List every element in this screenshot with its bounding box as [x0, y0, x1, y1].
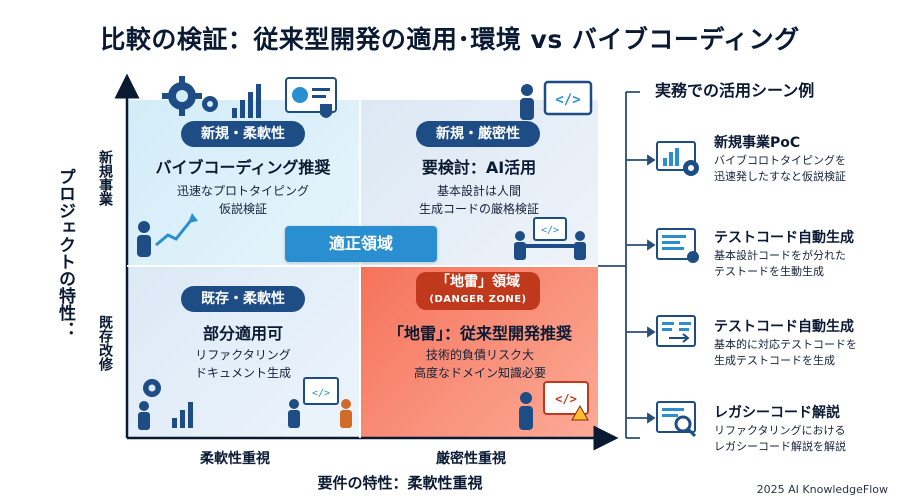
use-case-line: レガシーコード解説を解説 [714, 440, 846, 453]
code-list-icon [656, 228, 699, 263]
use-case-description: 基本設計コードをが分れた テストードを生動生成 [714, 248, 894, 280]
use-cases-title: 実務での活用シーン例 [655, 81, 815, 100]
magnifier-code-icon [656, 401, 697, 438]
quadrant-br-line: 高度なドメイン知識必要 [413, 366, 546, 380]
y-axis-label: プロジェクトの特性： [55, 168, 75, 338]
dashboard-shield-illustration [285, 77, 337, 118]
x-axis-label: 要件の特性：柔軟性重視 [317, 474, 483, 492]
appropriate-zone-label: 適正領域 [285, 226, 437, 262]
danger-zone-tag-label: 「地雷」領域 [436, 274, 520, 290]
code-compare-icon [656, 315, 696, 347]
svg-text:</>: </> [312, 388, 330, 399]
use-case-title: テストコード自動生成 [714, 319, 854, 335]
quadrant-br-line: 技術的負債リスク大 [425, 348, 534, 362]
dashboard-icon [656, 141, 699, 176]
developer-monitor-illustration: </> [520, 80, 593, 120]
tag-danger-zone: 「地雷」領域 (DANGER ZONE) [416, 272, 540, 310]
use-case-line: バイブコロトタイピングを [714, 154, 846, 167]
growth-presenter-illustration [137, 213, 198, 257]
tag-existing-flexible: 既存・柔軟性 [181, 286, 305, 312]
team-meeting-illustration: </> [514, 217, 586, 260]
heading-traditional-recommended: 「地雷」：従来型開発推奨 [387, 324, 572, 343]
danger-developer-illustration: </> [519, 381, 589, 430]
y-tick-existing-modification: 既存改修 [97, 315, 113, 371]
quadrant-bl-line: リファクタリング [195, 348, 291, 362]
use-case-line: テストードを生動生成 [714, 265, 824, 278]
quadrant-tl-description: 迅速なプロトタイピング 仮説検証 [130, 182, 356, 218]
use-case-line: 迅速発したすなと仮説検証 [714, 170, 846, 183]
use-case-description: 基本的に対応テストコードを 生成テストコードを生成 [714, 337, 894, 369]
use-case-description: バイブコロトタイピングを 迅速発したすなと仮説検証 [714, 153, 894, 185]
x-tick-strictness: 厳密性重視 [436, 451, 506, 467]
svg-text:</>: </> [555, 92, 580, 108]
y-tick-new-business: 新規事業 [97, 150, 113, 206]
use-case-line: 生成テストコードを生成 [714, 354, 835, 367]
footer-credit: 2025 AI KnowledgeFlow [756, 483, 888, 496]
heading-consider-ai: 要検討：AI活用 [421, 158, 537, 177]
quadrant-tr-line: 基本設計は人間 [436, 184, 521, 198]
use-case-description: リファクタリングにおける レガシーコード解説を解説 [714, 423, 894, 455]
quadrant-br-description: 技術的負債リスク大 高度なドメイン知識必要 [364, 346, 596, 382]
gear-chart-illustration [162, 76, 261, 118]
use-case-title: 新規事業PoC [714, 135, 801, 151]
danger-zone-tag-sub: (DANGER ZONE) [429, 294, 527, 305]
tag-new-flexible: 新規・柔軟性 [181, 121, 305, 147]
collaboration-illustration: </> [288, 377, 352, 428]
svg-text:</>: </> [555, 392, 577, 406]
gears-chart-illustration [138, 379, 193, 430]
use-case-line: 基本設計コードをが分れた [714, 249, 846, 262]
heading-partial-application: 部分適用可 [202, 324, 283, 343]
tag-new-strict: 新規・厳密性 [416, 121, 540, 147]
use-case-line: 基本的に対応テストコードを [714, 338, 857, 351]
use-case-line: リファクタリングにおける [714, 424, 846, 437]
quadrant-tl-line: 仮説検証 [218, 202, 267, 216]
page-title: 比較の検証：従来型開発の適用･環境 vs バイブコーディング [100, 25, 800, 54]
heading-vibe-coding-recommended: バイブコーディング推奨 [155, 158, 331, 177]
use-case-title: テストコード自動生成 [714, 230, 854, 246]
quadrant-tl-line: 迅速なプロトタイピング [176, 184, 309, 198]
x-tick-flexibility: 柔軟性重視 [200, 451, 270, 467]
svg-text:</>: </> [541, 225, 559, 236]
use-case-title: レガシーコード解説 [714, 405, 840, 421]
use-case-bracket [598, 91, 640, 439]
quadrant-bl-description: リファクタリング ドキュメント生成 [130, 346, 356, 382]
quadrant-tr-description: 基本設計は人間 生成コードの厳格検証 [364, 182, 594, 218]
quadrant-bl-line: ドキュメント生成 [194, 366, 291, 380]
quadrant-tr-line: 生成コードの厳格検証 [418, 202, 539, 216]
